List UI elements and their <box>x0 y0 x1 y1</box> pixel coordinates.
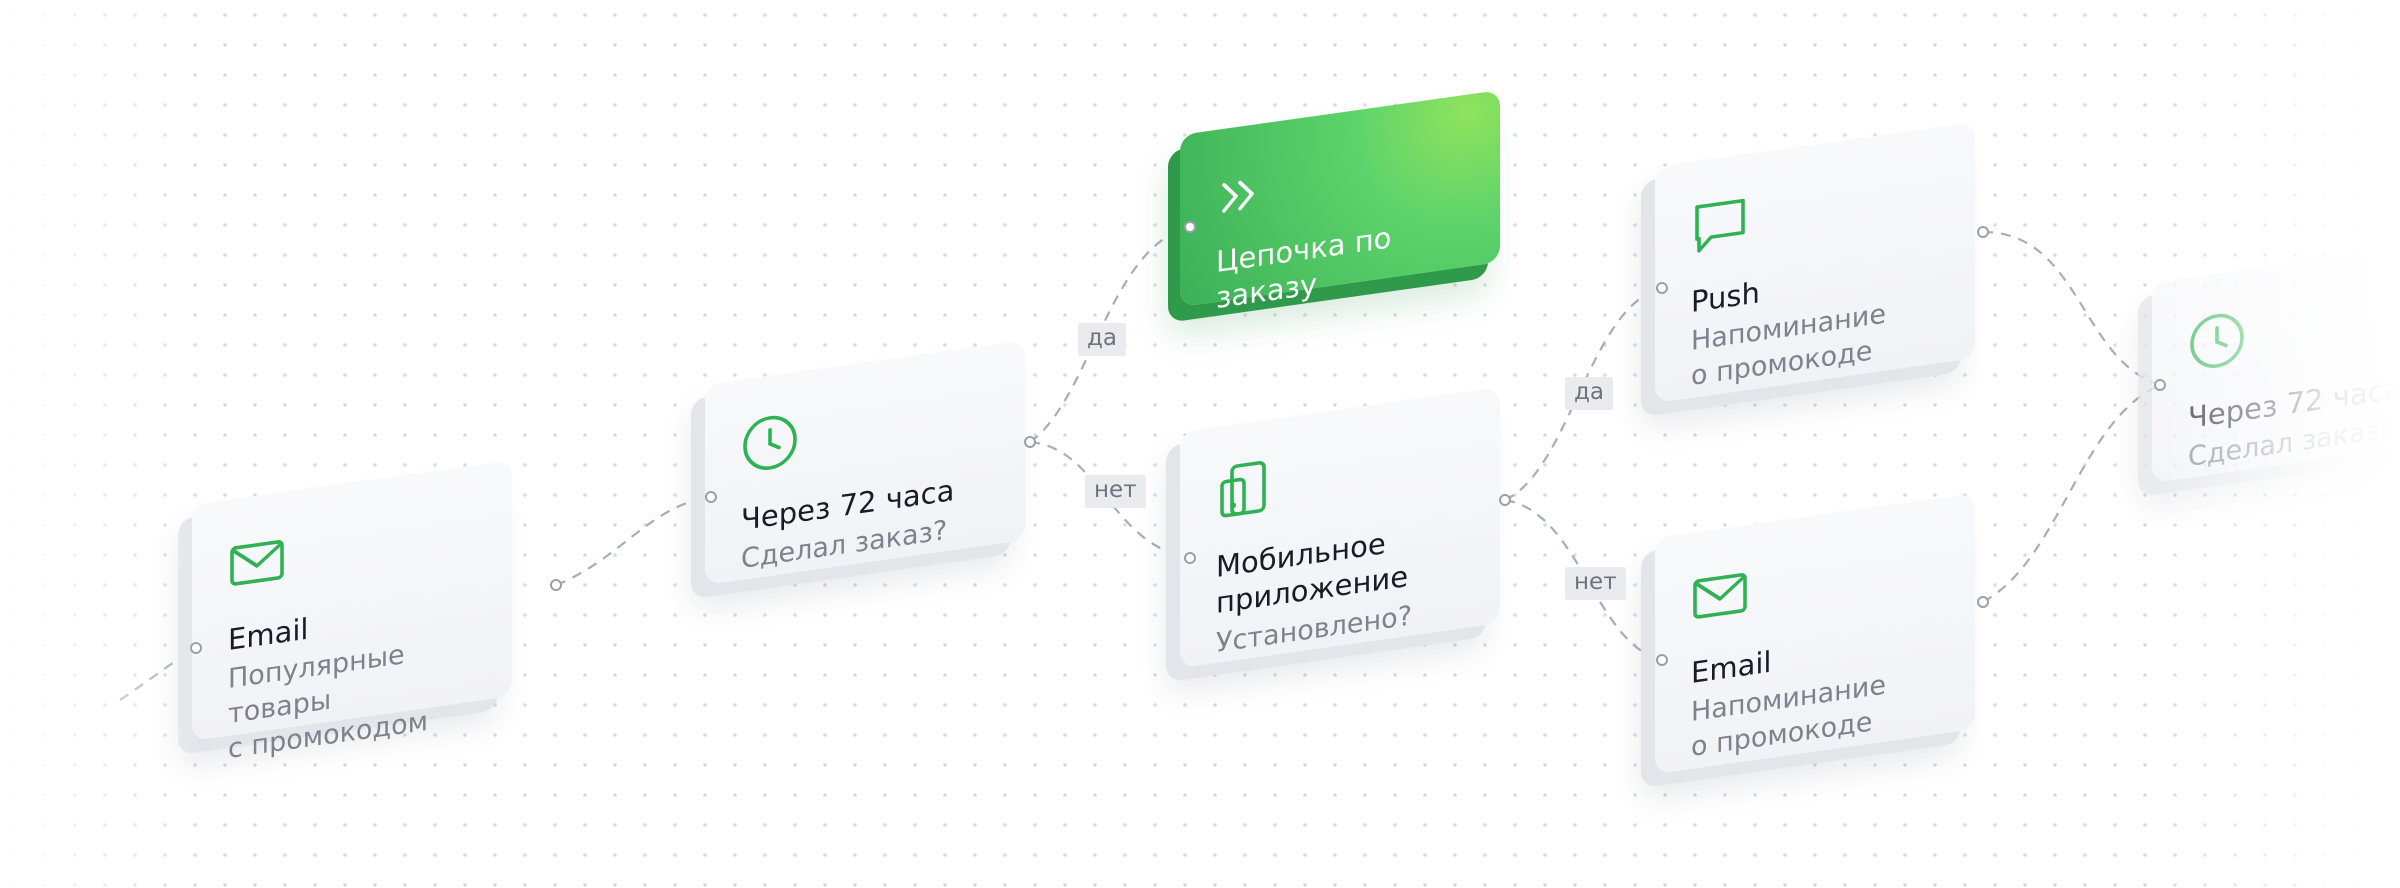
connector-email-to-wait <box>1982 383 2161 603</box>
output-port[interactable] <box>1024 436 1036 448</box>
edge-label-yes: да <box>1078 323 1126 356</box>
connector-push-to-wait <box>1982 230 2161 387</box>
input-port[interactable] <box>1656 654 1668 666</box>
output-port[interactable] <box>1977 596 1989 608</box>
clock-icon <box>2188 308 2246 374</box>
connector-email-to-wait <box>555 495 712 587</box>
edge-label-no: нет <box>1565 567 1626 600</box>
output-port[interactable] <box>550 579 562 591</box>
edge-label-yes: да <box>1565 377 1613 410</box>
connector-wait-yes <box>1029 225 1191 443</box>
node-push[interactable]: Push Напоминание о промокоде <box>1655 122 1975 404</box>
chat-bubble-icon <box>1691 192 1749 258</box>
double-chevron-icon <box>1216 167 1266 224</box>
node-wait-72h[interactable]: Через 72 часа Сделал заказ? <box>705 340 1025 585</box>
phone-tablet-icon <box>1216 457 1274 523</box>
connector-app-yes <box>1504 286 1663 501</box>
mail-icon <box>228 530 286 596</box>
input-port[interactable] <box>1184 221 1196 233</box>
node-email-reminder[interactable]: Email Напоминание о промокоде <box>1655 493 1975 774</box>
edge-label-no: нет <box>1085 475 1146 508</box>
clock-icon <box>741 410 799 476</box>
node-mobile-app[interactable]: Мобильное приложение Установлено? <box>1180 387 1500 668</box>
input-port[interactable] <box>2154 379 2166 391</box>
output-port[interactable] <box>1977 226 1989 238</box>
input-port[interactable] <box>190 642 202 654</box>
node-email-popular[interactable]: Email Популярные товары с промокодом <box>192 460 512 765</box>
input-port[interactable] <box>1184 552 1196 564</box>
mail-icon <box>1691 563 1749 629</box>
output-port[interactable] <box>1499 494 1511 506</box>
input-port[interactable] <box>1656 282 1668 294</box>
connector-entry <box>119 647 197 701</box>
node-order-chain[interactable]: Цепочка по заказу <box>1180 90 1500 315</box>
input-port[interactable] <box>705 491 717 503</box>
